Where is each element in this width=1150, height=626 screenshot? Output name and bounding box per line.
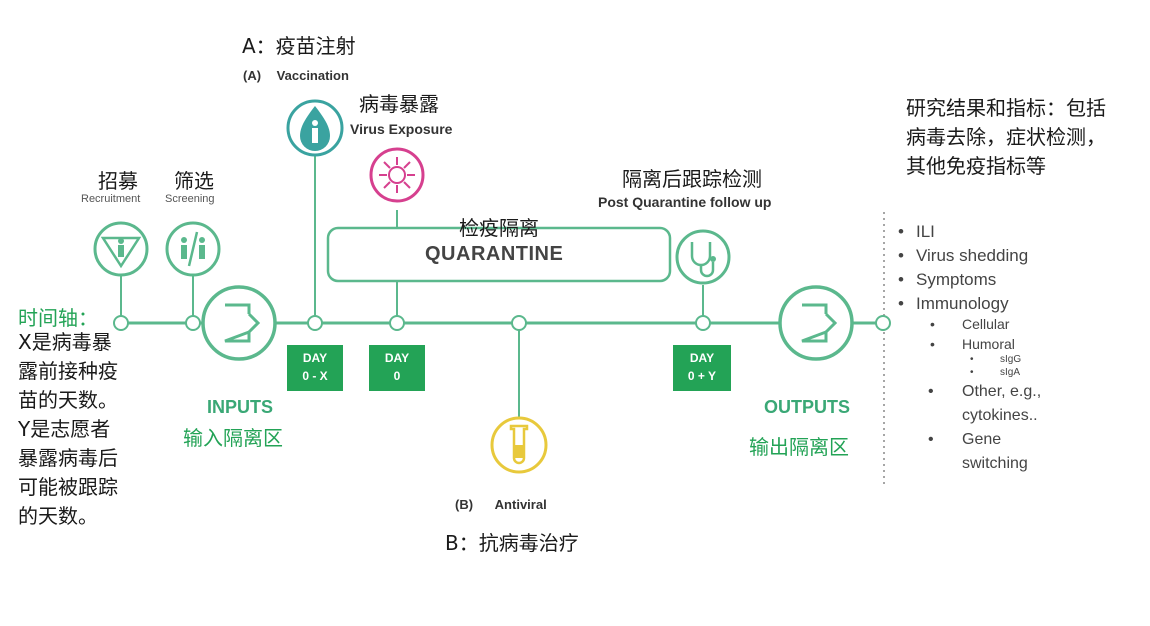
list-item-continuation: switching [962, 455, 1028, 472]
antiviral-en: Antiviral [494, 497, 547, 512]
inputs-en-label: INPUTS [207, 397, 274, 417]
list-item: •Symptoms [898, 270, 997, 289]
screening-icon [165, 221, 221, 277]
exposure-cn-label: 病毒暴露 [359, 92, 439, 116]
day-box-0-x-line2: 0 - X [302, 369, 328, 383]
list-item: •Other, e.g., [928, 383, 1042, 400]
day-box-0-x: DAY 0 - X [287, 345, 343, 391]
list-item: •Humoral [930, 336, 1015, 352]
end-node [875, 315, 891, 331]
vaccination-en: Vaccination [276, 68, 349, 83]
screening-en-label: Screening [165, 193, 215, 205]
quarantine-box [326, 226, 672, 283]
exposure-node [389, 315, 405, 331]
antiviral-cn-label: B：抗病毒治疗 [445, 531, 579, 555]
recruitment-cn-label: 招募 [98, 169, 138, 193]
screening-node [185, 315, 201, 331]
day-box-0-x-line1: DAY [302, 351, 328, 365]
antiviral-node [511, 315, 527, 331]
day-box-0-y: DAY 0 + Y [673, 345, 731, 391]
inputs-cn-label: 输入隔离区 [183, 426, 283, 450]
list-item-continuation: cytokines.. [962, 407, 1038, 424]
outcomes-list: •ILI •Virus shedding •Symptoms •Immunolo… [898, 222, 1041, 479]
followup-node [695, 315, 711, 331]
recruitment-node [113, 315, 129, 331]
vaccination-icon [286, 99, 344, 157]
timeline-title: 时间轴： [18, 306, 98, 330]
vaccination-cn-label: A：疫苗注射 [242, 34, 356, 58]
exposure-en-label: Virus Exposure [350, 121, 453, 137]
list-item: •sIgA [970, 367, 1021, 378]
list-item: •Gene [928, 431, 1002, 448]
outputs-cn-label: 输出隔离区 [749, 435, 849, 459]
antiviral-tag: (B) [455, 497, 474, 512]
list-item: •ILI [898, 222, 935, 241]
recruitment-icon [93, 221, 149, 277]
outputs-icon [778, 285, 854, 361]
list-item: •Cellular [930, 316, 1010, 332]
virus-icon [369, 147, 425, 203]
vaccination-tag: (A) [243, 68, 262, 83]
day-box-0: DAY 0 [369, 345, 425, 391]
vaccination-en-label: (A) Vaccination [243, 68, 349, 83]
screening-cn-label: 筛选 [174, 169, 214, 193]
results-description: 研究结果和指标：包括病毒去除，症状检测，其他免疫指标等 [906, 96, 1106, 178]
outputs-en-label: OUTPUTS [764, 397, 851, 417]
recruitment-en-label: Recruitment [81, 193, 141, 205]
list-item: •Virus shedding [898, 246, 1029, 265]
antiviral-icon [490, 416, 548, 474]
stethoscope-icon [675, 229, 731, 285]
post-quarantine-cn-label: 隔离后跟踪检测 [622, 167, 762, 191]
day-box-0-y-line2: 0 + Y [687, 369, 717, 383]
list-item: •Immunology [898, 294, 1009, 313]
post-quarantine-en-label: Post Quarantine follow up [598, 194, 772, 210]
day-box-0-y-line1: DAY [689, 351, 715, 365]
vaccination-node [307, 315, 323, 331]
list-item: •sIgG [970, 354, 1022, 365]
quarantine-cn-label: 检疫隔离 [459, 216, 539, 240]
inputs-icon [201, 285, 277, 361]
antiviral-en-label: (B) Antiviral [455, 497, 547, 512]
timeline-description: X是病毒暴露前接种疫苗的天数。Y是志愿者暴露病毒后可能被跟踪的天数。 [18, 330, 118, 528]
day-box-0-line2: 0 [393, 369, 401, 383]
day-box-0-line1: DAY [384, 351, 410, 365]
quarantine-en-label: QUARANTINE [425, 243, 564, 265]
